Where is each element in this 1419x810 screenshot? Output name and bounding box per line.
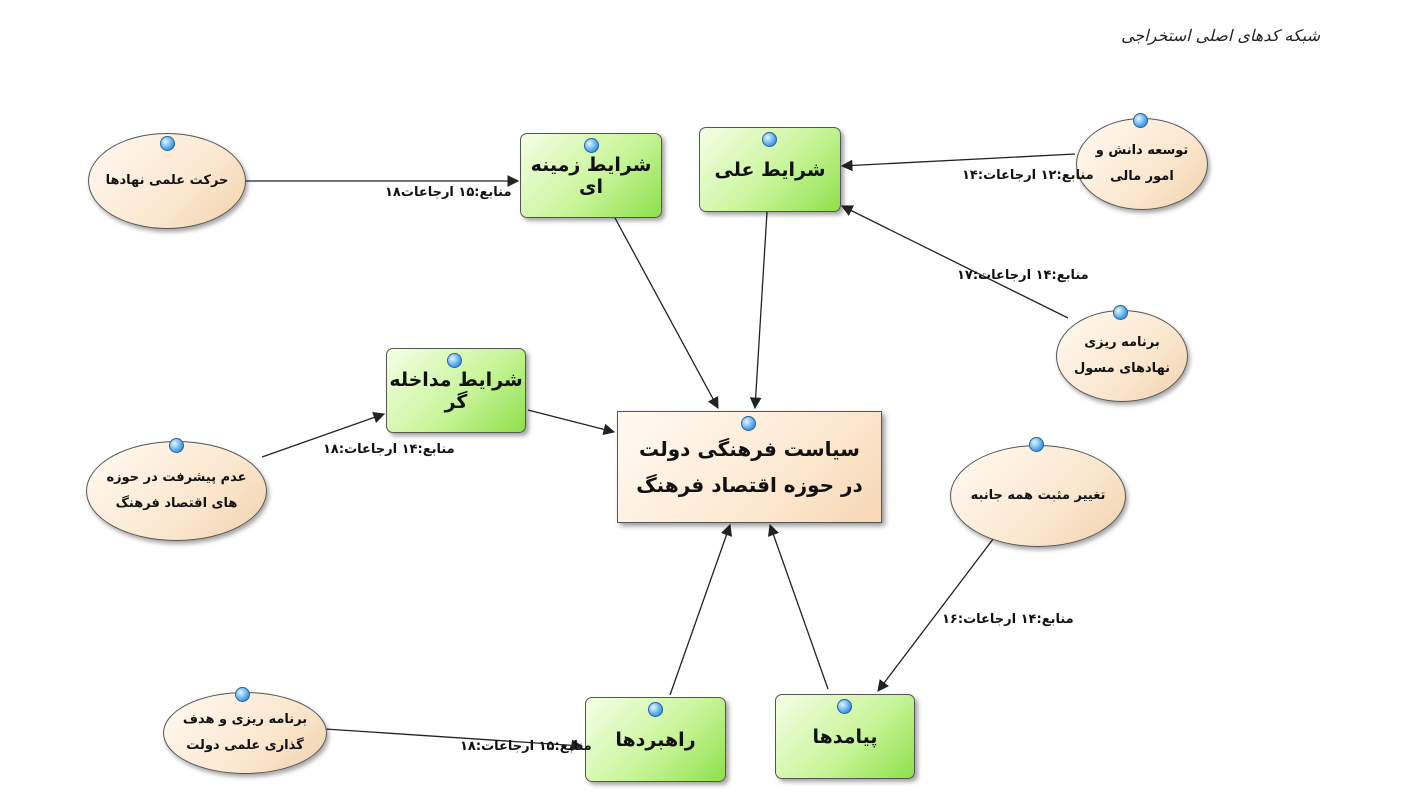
edge-label-lack-of-progress: منابع:۱۴ ارجاعات:۱۸ <box>323 442 455 457</box>
edge-outcomes-to-core <box>767 523 829 690</box>
edge-positive-to-outcomes <box>877 521 1007 692</box>
edge-label-positive-change: منابع:۱۴ ارجاعات:۱۶ <box>942 612 1074 627</box>
node-intervening-conditions[interactable]: شرایط مداخله گر <box>386 348 526 433</box>
edge-intervening-to-core <box>527 409 616 436</box>
indicator-dot-icon <box>1113 305 1128 320</box>
indicator-dot-icon <box>648 702 663 717</box>
indicator-dot-icon <box>169 438 184 453</box>
edge-lack-to-intervening <box>261 411 386 458</box>
edge-gov-to-strategies <box>324 728 584 752</box>
node-institutional-planning[interactable]: برنامه ریزی نهادهای مسول <box>1056 310 1188 402</box>
node-knowledge-finance[interactable]: توسعه دانش و امور مالی <box>1076 118 1208 210</box>
node-scientific-movement-label: حرکت علمی نهادها <box>105 173 229 188</box>
indicator-dot-icon <box>762 132 777 147</box>
edge-label-institutional-planning: منابع:۱۴ ارجاعات:۱۷ <box>957 268 1089 283</box>
node-government-planning-label: برنامه ریزی و هدف گذاری علمی دولت <box>182 712 308 753</box>
node-strategies-label: راهبردها <box>615 728 696 751</box>
node-strategies[interactable]: راهبردها <box>585 697 726 782</box>
indicator-dot-icon <box>584 138 599 153</box>
indicator-dot-icon <box>1029 437 1044 452</box>
node-institutional-planning-label: برنامه ریزی نهادهای مسول <box>1073 335 1171 376</box>
node-contextual-label: شرایط زمینه ای <box>530 153 652 198</box>
diagram-title: شبکه کدهای اصلی استخراجی <box>1121 26 1320 45</box>
node-lack-of-progress-label: عدم پیشرفت در حوزه های اقتصاد فرهنگ <box>106 470 247 511</box>
node-government-planning[interactable]: برنامه ریزی و هدف گذاری علمی دولت <box>163 692 327 774</box>
edge-label-knowledge-finance: منابع:۱۲ ارجاعات:۱۴ <box>962 168 1094 183</box>
node-causal-label: شرایط علی <box>714 158 826 181</box>
node-outcomes-label: پیامدها <box>812 725 878 748</box>
node-knowledge-finance-label: توسعه دانش و امور مالی <box>1095 143 1189 184</box>
node-positive-change[interactable]: تغییر مثبت همه جانبه <box>950 445 1126 547</box>
indicator-dot-icon <box>837 699 852 714</box>
indicator-dot-icon <box>741 416 756 431</box>
edge-knowledge-to-causal <box>840 153 1076 172</box>
edge-causal-to-core <box>749 211 768 410</box>
indicator-dot-icon <box>160 136 175 151</box>
edge-label-scientific-movement: منابع:۱۵ ارجاعات۱۸ <box>385 185 512 200</box>
node-core-label: سیاست فرهنگی دولت در حوزه اقتصاد فرهنگ <box>636 437 863 497</box>
indicator-dot-icon <box>235 687 250 702</box>
edge-label-government-planning: منابع:۱۵ ارجاعات:۱۸ <box>460 739 592 754</box>
edge-strategies-to-core <box>669 523 733 696</box>
node-positive-change-label: تغییر مثبت همه جانبه <box>970 488 1106 503</box>
node-intervening-label: شرایط مداخله گر <box>389 368 523 413</box>
indicator-dot-icon <box>1133 113 1148 128</box>
node-lack-of-progress[interactable]: عدم پیشرفت در حوزه های اقتصاد فرهنگ <box>86 441 267 541</box>
indicator-dot-icon <box>447 353 462 368</box>
edge-contextual-to-core <box>614 217 719 410</box>
edge-planning-to-causal <box>840 205 1069 319</box>
